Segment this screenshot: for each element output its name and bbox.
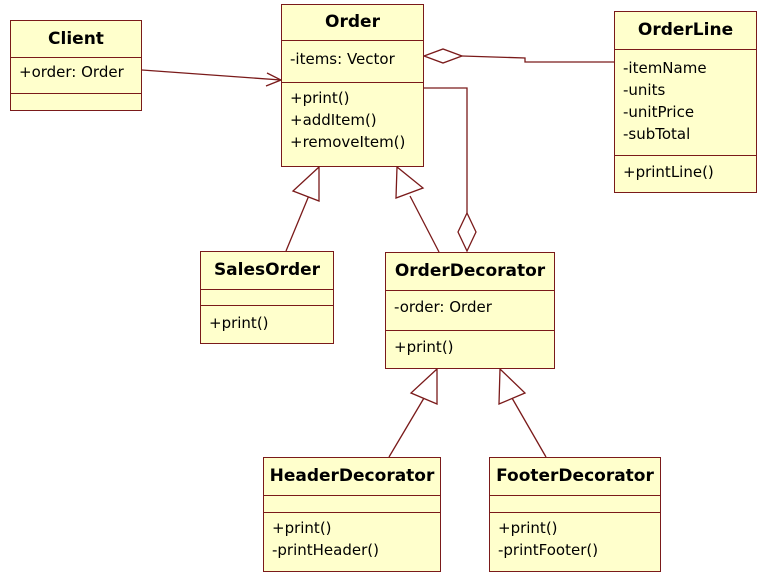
operations-section: +print() — [386, 331, 554, 361]
orderdecorator-order-aggregation-line — [424, 87, 468, 213]
operation: +print() — [290, 89, 350, 107]
class-salesorder[interactable]: SalesOrder +print() — [200, 251, 334, 344]
class-client[interactable]: Client +order: Order — [10, 20, 142, 111]
operation: +addItem() — [290, 111, 377, 129]
attributes-section — [201, 290, 333, 306]
attributes-section: -items: Vector — [282, 41, 423, 83]
operation: +print() — [498, 519, 558, 537]
class-name: Client — [11, 21, 141, 58]
generalization-triangle-icon — [498, 367, 527, 405]
salesorder-generalization-line — [285, 192, 311, 252]
class-name: HeaderDecorator — [264, 458, 440, 496]
operation: +print() — [272, 519, 332, 537]
attributes-section — [264, 496, 440, 513]
class-order[interactable]: Order -items: Vector +print() +addItem()… — [281, 4, 424, 167]
attributes-section: -order: Order — [386, 291, 554, 331]
class-name: OrderLine — [615, 12, 756, 50]
attribute: -itemName — [623, 59, 707, 77]
generalization-triangle-icon — [409, 367, 438, 405]
attribute: -unitPrice — [623, 103, 695, 121]
operations-section: +print() +addItem() +removeItem() — [282, 83, 423, 156]
operation: +printLine() — [623, 163, 714, 181]
attributes-section: +order: Order — [11, 58, 141, 94]
attribute: +order: Order — [19, 63, 124, 81]
class-name: FooterDecorator — [490, 458, 660, 496]
operation: +print() — [394, 338, 454, 356]
operations-section: +printLine() — [615, 156, 756, 186]
operation: +print() — [209, 314, 269, 332]
class-orderline[interactable]: OrderLine -itemName -units -unitPrice -s… — [614, 11, 757, 193]
generalization-triangle-icon — [291, 165, 320, 202]
aggregation-diamond-icon — [457, 211, 477, 253]
class-name: Order — [282, 5, 423, 41]
order-orderline-aggregation-line — [461, 55, 614, 63]
footerdecorator-generalization-line — [511, 397, 547, 458]
operations-section: +print() -printFooter() — [490, 513, 660, 564]
attributes-section — [490, 496, 660, 513]
operation: -printFooter() — [498, 541, 599, 559]
orderdecorator-generalization-line — [409, 195, 440, 253]
attributes-section: -itemName -units -unitPrice -subTotal — [615, 50, 756, 156]
operations-section: +print() — [201, 306, 333, 337]
operation: +removeItem() — [290, 133, 406, 151]
operation: -printHeader() — [272, 541, 379, 559]
attribute: -subTotal — [623, 125, 691, 143]
attribute: -order: Order — [394, 298, 492, 316]
class-name: SalesOrder — [201, 252, 333, 290]
class-name: OrderDecorator — [386, 253, 554, 291]
attribute: -units — [623, 81, 666, 99]
class-headerdecorator[interactable]: HeaderDecorator +print() -printHeader() — [263, 457, 441, 572]
attribute: -items: Vector — [290, 50, 395, 68]
operations-section: +print() -printHeader() — [264, 513, 440, 564]
aggregation-diamond-icon — [422, 48, 464, 64]
generalization-triangle-icon — [395, 165, 425, 199]
client-order-association-line — [141, 69, 282, 81]
class-footerdecorator[interactable]: FooterDecorator +print() -printFooter() — [489, 457, 661, 572]
class-orderdecorator[interactable]: OrderDecorator -order: Order +print() — [385, 252, 555, 369]
headerdecorator-generalization-line — [388, 397, 425, 458]
operations-section — [11, 94, 141, 100]
